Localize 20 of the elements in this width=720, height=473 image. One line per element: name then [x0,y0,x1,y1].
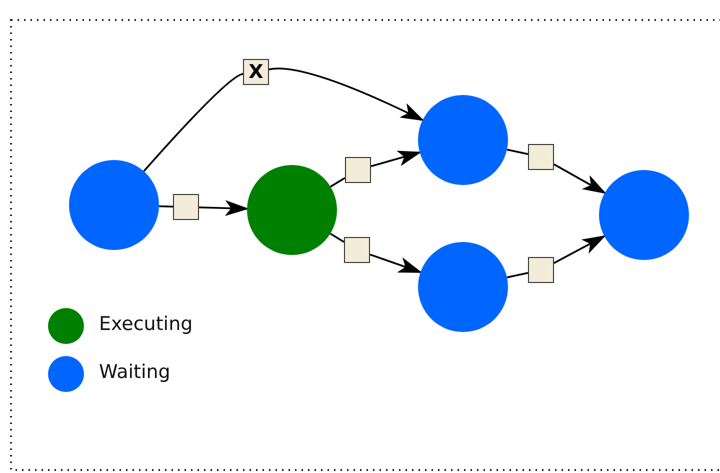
connector-line [330,177,346,188]
connector-line [330,232,344,243]
connector-line [143,73,244,172]
legend-label: Waiting [99,361,170,383]
arrow [554,235,606,264]
connector-line [506,148,528,156]
token-square: X [243,59,269,85]
connector-line [158,205,174,208]
legend-label: Executing [99,313,193,335]
token-square [528,144,554,170]
arrow [370,150,422,168]
arrow [370,254,422,274]
connector-line [506,272,528,278]
arrow [198,200,250,216]
token-square [173,194,199,220]
arrow [554,164,607,194]
arrow [268,68,424,121]
token-square [345,157,371,183]
token-square [528,257,554,283]
token-square [344,237,370,263]
